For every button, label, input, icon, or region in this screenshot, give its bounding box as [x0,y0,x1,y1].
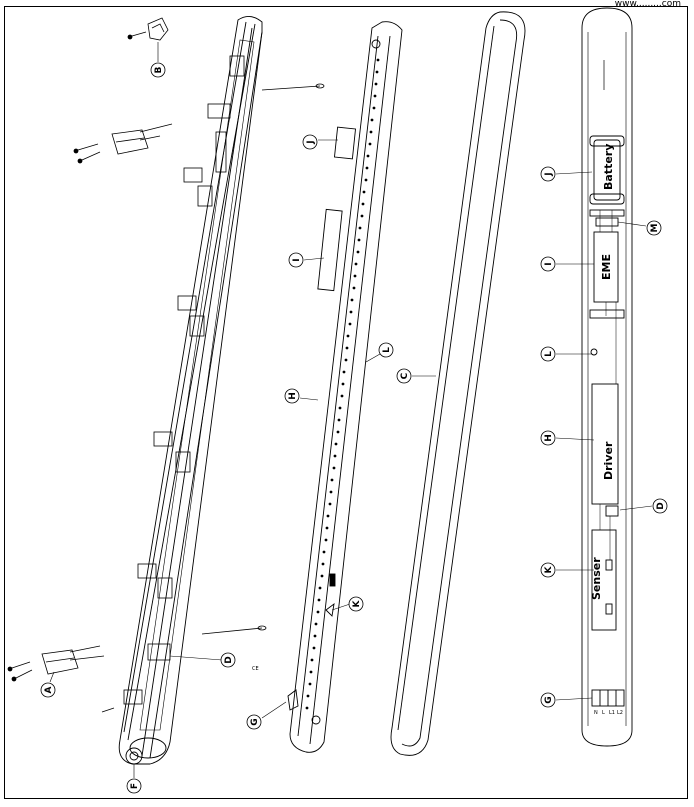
terminal-l2: L2 [617,710,623,716]
svg-text:F: F [130,783,140,789]
mounting-bracket-upper [73,123,173,164]
svg-text:B: B [154,66,164,73]
terminal-n: N [594,710,598,716]
svg-text:H: H [288,392,298,400]
svg-text:M: M [650,223,660,232]
diffuser [390,11,526,756]
svg-text:D: D [224,656,234,663]
svg-text:L: L [544,351,554,357]
callout-h: H [540,430,556,446]
driver-label: Driver [602,441,615,480]
callout-i: I [540,256,556,272]
svg-text:J: J [306,140,316,144]
callout-k-tray: K [348,596,364,612]
callout-a: A [40,682,56,698]
callout-g-tray: G [246,714,262,730]
callout-k: K [540,562,556,578]
terminal-l: L [602,710,605,716]
gear-tray [287,21,403,753]
svg-text:I: I [544,262,554,265]
mounting-bracket-a [7,645,105,682]
callout-l: L [540,346,556,362]
callout-m: M [646,220,662,236]
svg-text:A: A [44,686,54,693]
callout-j: J [540,166,556,182]
callout-l-tray: L [378,342,394,358]
callout-d-housing: D [220,652,236,668]
svg-text:K: K [544,565,554,573]
callout-g: G [540,692,556,708]
callout-h-tray: H [284,388,300,404]
callout-f: F [126,778,142,794]
eme-label: EME [600,254,613,280]
svg-text:J: J [544,172,554,176]
callout-d: D [652,498,668,514]
svg-text:D: D [656,502,666,509]
assembled-view [581,7,633,747]
site-url: www.........com [614,0,681,9]
callout-c: C [396,368,412,384]
svg-text:I: I [292,258,302,261]
callout-i-tray: I [288,252,304,268]
svg-text:L: L [382,347,392,353]
terminal-l1: L1 [609,710,615,716]
svg-text:K: K [352,599,362,607]
svg-text:C: C [400,372,410,379]
svg-text:G: G [544,696,554,703]
housing [118,16,263,765]
suspension-cords [101,83,325,713]
diagram-frame: www.........com [4,0,688,799]
sensor-label: Senser [590,557,603,600]
ce-mark: CE [252,666,259,672]
svg-text:G: G [250,718,260,725]
mounting-clip-b [127,17,169,41]
callout-b: B [150,62,166,78]
leader-lines [49,42,653,778]
callout-j-tray: J [302,134,318,150]
svg-text:H: H [544,434,554,442]
battery-label: Battery [602,144,615,190]
